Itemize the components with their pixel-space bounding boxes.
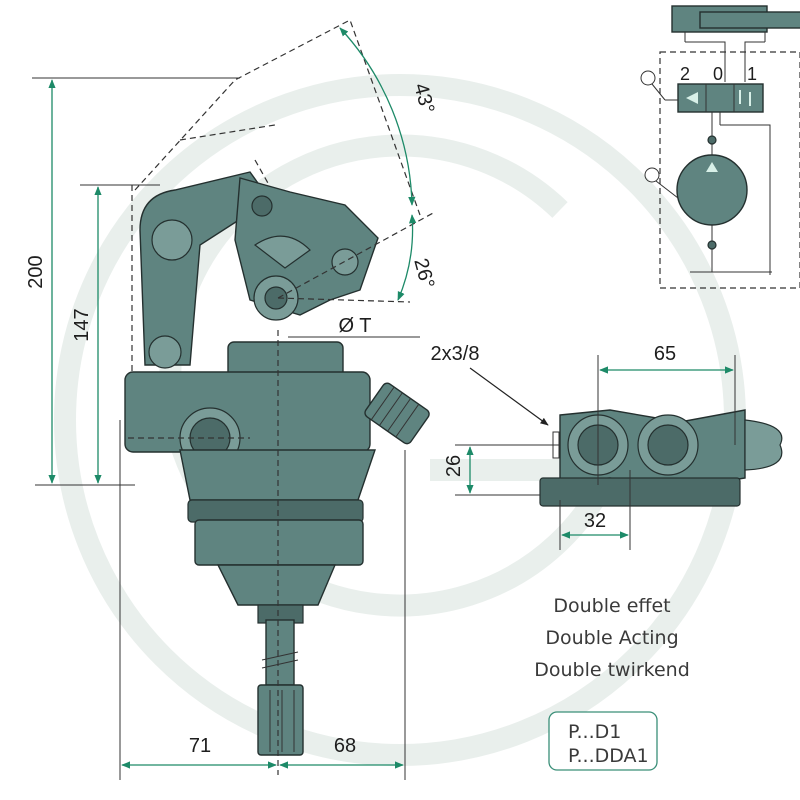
dimension-bore: Ø T (339, 315, 372, 337)
dimension-200: 200 (25, 255, 47, 288)
port-block-side-view (455, 355, 783, 550)
description-en: Double Acting (545, 627, 678, 649)
dimension-65: 65 (654, 343, 676, 365)
model-box: P...D1 P...DDA1 (548, 711, 658, 771)
dimension-68: 68 (334, 735, 356, 757)
schematic-position-2: 2 (680, 64, 690, 84)
dimension-71: 71 (189, 735, 211, 757)
dimension-lines (32, 77, 420, 780)
pump-body (124, 19, 430, 775)
model-d1: P...D1 (568, 721, 621, 743)
schematic-position-0: 0 (713, 64, 723, 84)
description-nl: Double twirkend (534, 659, 690, 681)
schematic-position-1: 1 (747, 64, 757, 84)
hydraulic-schematic: 2 0 1 (640, 5, 800, 289)
dimension-26: 26 (443, 455, 465, 477)
dimension-147: 147 (71, 308, 93, 341)
dimension-ports: 2x3/8 (431, 343, 480, 365)
model-dda1: P...DDA1 (568, 745, 649, 767)
angle-26: 26° (409, 256, 438, 291)
description-fr: Double effet (553, 595, 670, 617)
angle-guides (277, 27, 436, 303)
dimension-32: 32 (584, 510, 606, 532)
